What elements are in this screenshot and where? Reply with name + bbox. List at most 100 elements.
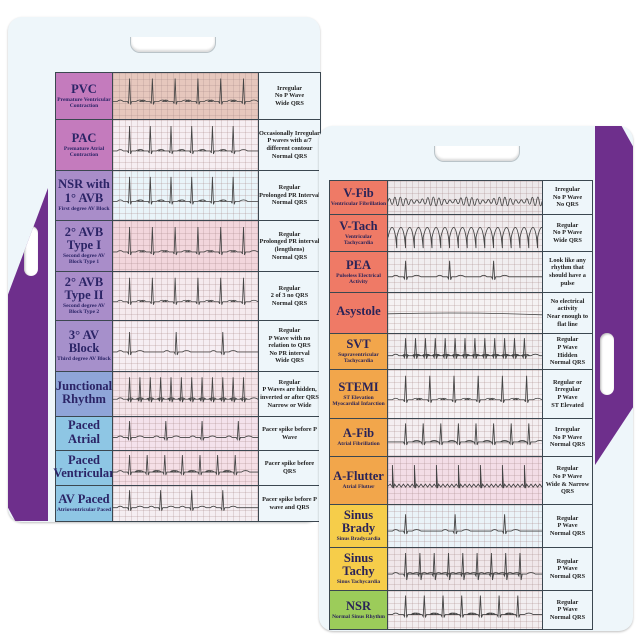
rhythm-row: Asystole No electrical activity Near eno…	[330, 293, 592, 334]
rhythm-label: Sinus Brady Sinus Bradycardia	[330, 505, 388, 547]
rhythm-label: V-Tach Ventricular Tachycardia	[330, 215, 388, 251]
ecg-waveform-icon	[113, 125, 258, 155]
rhythm-subtitle: Atrioventricular Paced	[56, 507, 112, 514]
rhythm-criteria: Regular Prolonged PR Interval Normal QRS	[259, 171, 320, 220]
rhythm-name: A-Fib	[342, 426, 375, 441]
ecg-waveform-icon	[113, 455, 258, 476]
rhythm-row: Junctional Rhythm Regular P Waves are hi…	[56, 372, 320, 417]
rhythm-label: 2° AVB Type II Second degree AV Block Ty…	[56, 272, 113, 320]
rhythm-label: A-Flutter Atrial Flutter	[330, 457, 388, 504]
rhythm-criteria: No electrical activity Near enough to fl…	[543, 293, 592, 333]
rhythm-subtitle: Atrial Fibrillation	[337, 441, 380, 448]
ecg-strip	[388, 419, 543, 456]
rhythm-name: 3° AV Block	[68, 327, 100, 356]
ecg-waveform-icon	[388, 595, 542, 619]
rhythm-label: Junctional Rhythm	[56, 372, 113, 416]
ecg-strip	[388, 370, 543, 418]
rhythm-name: NSR with 1° AVB	[58, 177, 110, 205]
rhythm-name: SVT	[346, 337, 371, 352]
rhythm-row: Paced Ventricular Pacer spike before QRS	[53, 451, 320, 486]
rhythm-subtitle: Sinus Bradycardia	[336, 536, 381, 543]
rhythm-row: PVC Premature Ventricular Contraction Ir…	[56, 73, 320, 120]
ecg-strip	[113, 486, 259, 521]
rhythm-subtitle: Premature Atrial Contraction	[63, 145, 105, 158]
rhythm-name: AV Paced	[58, 492, 110, 507]
rhythm-label: Paced Atrial	[56, 417, 113, 450]
rhythm-name: V-Tach	[339, 218, 378, 233]
ecg-strip	[388, 457, 543, 504]
rhythm-row: NSR Normal Sinus Rhythm Regular P Wave N…	[330, 591, 592, 629]
ecg-strip	[113, 372, 259, 416]
rhythm-criteria: Regular No P Wave Wide & Narrow QRS	[543, 457, 592, 504]
rhythm-criteria: Regular P Wave Normal QRS	[543, 548, 592, 590]
rhythm-row: Sinus Tachy Sinus Tachycardia Regular P …	[330, 548, 592, 591]
rhythm-criteria: Irregular No P Wave Wide QRS	[259, 73, 320, 119]
rhythm-criteria: Irregular No P Wave No QRS	[543, 181, 592, 214]
ecg-waveform-icon	[388, 375, 542, 403]
ecg-waveform-icon	[388, 553, 542, 581]
ecg-strip	[113, 417, 259, 450]
ecg-strip	[388, 252, 543, 292]
rhythm-label: Sinus Tachy Sinus Tachycardia	[330, 548, 388, 590]
rhythm-label: Paced Ventricular	[53, 451, 115, 485]
rhythm-name: STEMI	[338, 379, 379, 394]
ecg-strip	[388, 215, 543, 251]
rhythm-name: Sinus Tachy	[342, 550, 375, 579]
rhythm-subtitle: Atrial Flutter	[342, 484, 375, 491]
rhythm-name: Paced Atrial	[68, 418, 100, 446]
rhythm-criteria: Regular P Waves are hidden, inverted or …	[259, 372, 320, 416]
badge-slot	[130, 37, 216, 53]
ecg-waveform-icon	[388, 227, 542, 249]
rhythm-name: Asystole	[336, 304, 381, 319]
rhythm-subtitle: Third degree AV Block	[57, 356, 111, 363]
rhythm-row: 2° AVB Type I Second degree AV Block Typ…	[56, 221, 320, 272]
ecg-waveform-icon	[388, 338, 542, 360]
ecg-waveform-icon	[113, 176, 258, 205]
ecg-waveform-icon	[388, 196, 542, 207]
rhythm-criteria: Regular Prolonged PR interval (lengthens…	[259, 221, 320, 271]
rhythm-name: NSR	[345, 598, 371, 613]
rhythm-subtitle: Ventricular Tachycardia	[343, 233, 374, 246]
rhythm-label: PEA Pulseless Electrical Activity	[330, 252, 388, 292]
rhythm-row: PAC Premature Atrial Contraction Occasio…	[56, 120, 320, 171]
ecg-strip	[388, 334, 543, 369]
ecg-strip	[113, 272, 259, 320]
ecg-strip	[113, 120, 259, 170]
ecg-waveform-icon	[388, 260, 542, 281]
rhythm-name: 2° AVB Type I	[64, 225, 104, 253]
rhythm-criteria: Pacer spike before P wave and QRS	[259, 486, 320, 521]
rhythm-criteria: Regular 2 of 3 no QRS Normal QRS	[259, 272, 320, 320]
rhythm-row: AV Paced Atrioventricular Paced Pacer sp…	[56, 486, 320, 521]
rhythm-criteria: Regular P Wave Normal QRS	[543, 505, 592, 547]
rhythm-criteria: Look like any rhythm that should have a …	[543, 252, 592, 292]
rhythm-subtitle: Pulseless Electrical Activity	[336, 272, 381, 285]
ecg-strip	[113, 73, 259, 119]
rhythm-subtitle: Sinus Tachycardia	[336, 579, 381, 586]
ecg-waveform-icon	[113, 277, 258, 305]
ecg-strip	[388, 293, 543, 333]
rhythm-label: NSR with 1° AVB First degree AV Block	[56, 171, 113, 220]
ecg-strip	[388, 181, 543, 214]
rhythm-label: NSR Normal Sinus Rhythm	[330, 591, 388, 629]
rhythm-label: AV Paced Atrioventricular Paced	[56, 486, 113, 521]
rhythm-name: A-Flutter	[333, 469, 384, 484]
rhythm-row: NSR with 1° AVB First degree AV Block Re…	[56, 171, 320, 221]
ecg-waveform-icon	[388, 423, 542, 446]
rhythm-subtitle: Second degree AV Block Type 2	[63, 303, 105, 316]
rhythm-row: Sinus Brady Sinus Bradycardia Regular P …	[330, 505, 592, 548]
ecg-strip	[388, 548, 543, 590]
rhythm-label: STEMI ST Elevation Myocardial Infarction	[330, 370, 388, 418]
rhythm-criteria: Regular No P Wave Wide QRS	[543, 215, 592, 251]
rhythm-label: A-Fib Atrial Fibrillation	[330, 419, 388, 456]
ecg-waveform-icon	[388, 514, 542, 535]
rhythm-row: A-Flutter Atrial Flutter Regular No P Wa…	[330, 457, 592, 505]
rhythm-name: Paced Ventricular	[53, 452, 115, 480]
rhythm-row: V-Tach Ventricular Tachycardia Regular N…	[330, 215, 592, 252]
tab-hole	[600, 333, 614, 395]
rhythm-criteria: Pacer spike before QRS	[259, 451, 320, 485]
rhythm-row: SVT Supraventricular Tachycardia Regular…	[330, 334, 592, 370]
ecg-waveform-icon	[113, 420, 258, 441]
rhythm-label: 2° AVB Type I Second degree AV Block Typ…	[56, 221, 113, 271]
rhythm-name: PAC	[71, 130, 97, 145]
rhythm-criteria: Regular P Wave Hidden Normal QRS	[543, 334, 592, 369]
